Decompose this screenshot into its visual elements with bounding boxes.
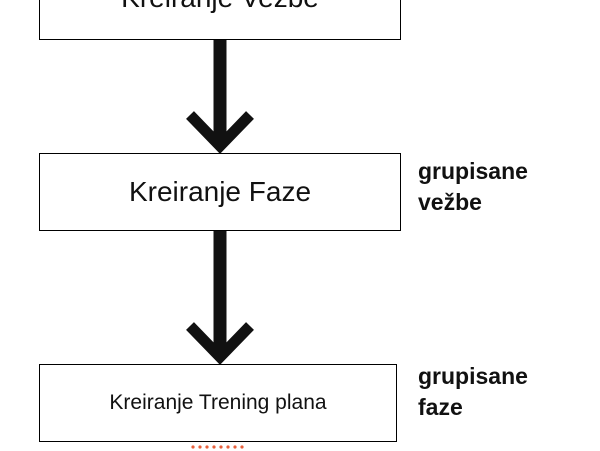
- annotation-line: grupisane: [418, 158, 528, 184]
- step-box-kreiranje-vezbe: Kreiranje Vežbe: [39, 0, 401, 40]
- annotation-line: vežbe: [418, 189, 482, 215]
- down-arrow-icon: [186, 231, 254, 365]
- step-label: Kreiranje Faze: [128, 176, 312, 207]
- step-box-kreiranje-trening-plana: Kreiranje Trening plana: [39, 364, 397, 442]
- annotation-grupisane-vezbe: grupisane vežbe: [418, 156, 588, 218]
- step-label: Kreiranje Trening plana: [109, 391, 327, 414]
- step-label: Kreiranje Vežbe: [121, 0, 319, 14]
- annotation-line: faze: [418, 394, 463, 420]
- annotation-grupisane-faze: grupisane faze: [418, 361, 588, 423]
- selection-dots: [191, 445, 244, 449]
- annotation-line: grupisane: [418, 363, 528, 389]
- down-arrow-icon: [186, 40, 254, 154]
- step-box-kreiranje-faze: Kreiranje Faze: [39, 153, 401, 231]
